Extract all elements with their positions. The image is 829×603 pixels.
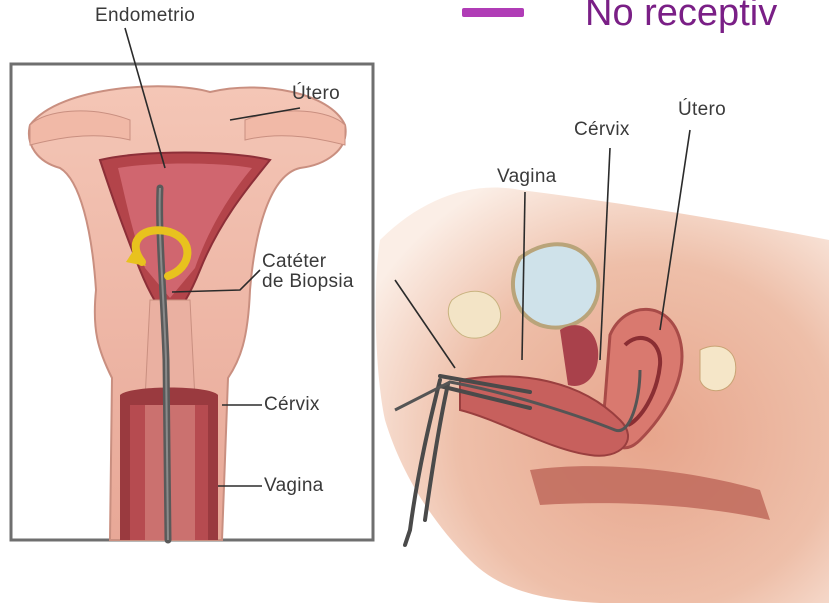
label-biopsy-catheter: Catéter de Biopsia [262, 252, 354, 292]
label-vagina-left: Vagina [264, 476, 324, 496]
label-cervix-right: Cérvix [574, 120, 630, 140]
label-uterus-left: Útero [292, 84, 340, 104]
bladder [513, 244, 598, 327]
label-cervix-left: Cérvix [264, 395, 320, 415]
label-endometrium: Endometrio [95, 6, 195, 26]
label-vagina-right: Vagina [497, 167, 557, 187]
label-uterus-right: Útero [678, 100, 726, 120]
cervix-canal [145, 300, 195, 400]
